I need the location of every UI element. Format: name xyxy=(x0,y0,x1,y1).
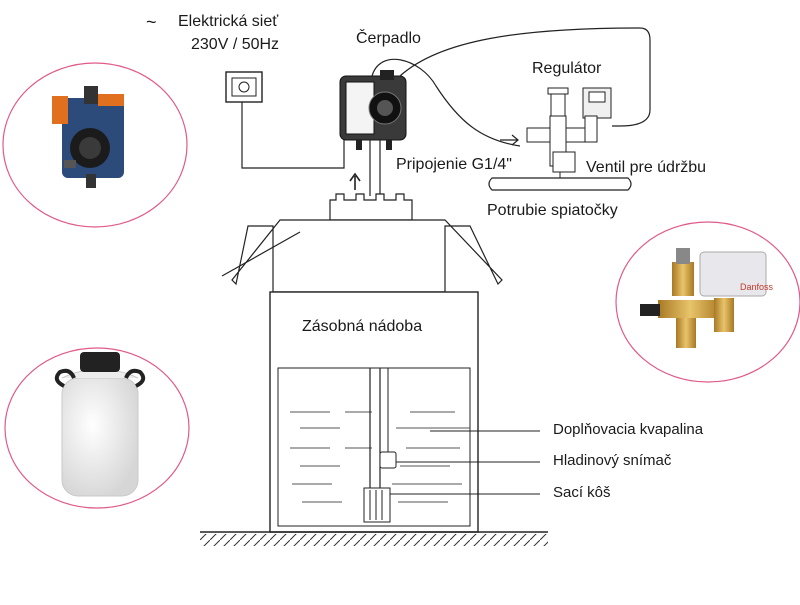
regulator-photo-circle: Danfoss xyxy=(615,221,800,383)
tank-label: Zásobná nádoba xyxy=(302,318,423,335)
level-sensor xyxy=(379,451,397,469)
suction-basket xyxy=(363,487,391,523)
power-network-label: Elektrická sieť xyxy=(178,13,279,30)
leader-lines xyxy=(390,430,540,495)
svg-text:Danfoss: Danfoss xyxy=(740,282,774,292)
hose-arrow xyxy=(500,134,519,146)
fill-liquid-label: Doplňovacia kvapalina xyxy=(553,421,704,438)
floor xyxy=(200,531,548,546)
power-cable xyxy=(241,102,345,169)
discharge-hose xyxy=(371,58,521,147)
plastic-canister-photo-icon xyxy=(54,352,146,497)
pump-label: Čerpadlo xyxy=(356,30,421,47)
signal-cable xyxy=(399,27,651,127)
pressure-regulator-photo-icon: Danfoss xyxy=(640,248,774,348)
connection-label: Pripojenie G1/4" xyxy=(396,156,512,173)
service-valve xyxy=(552,151,576,173)
service-valve-label: Ventil pre údržbu xyxy=(586,159,707,176)
return-pipe-label: Potrubie spiatočky xyxy=(487,202,618,219)
dosing-pump-photo-icon xyxy=(52,86,124,188)
return-pipe xyxy=(488,172,632,191)
tank-lid xyxy=(221,193,503,293)
power-spec-label: 230V / 50Hz xyxy=(191,36,280,53)
up-arrow xyxy=(349,172,361,190)
power-tilde: ~ xyxy=(146,12,157,32)
level-sensor-label: Hladinový snímač xyxy=(553,452,672,469)
power-socket xyxy=(225,71,263,103)
suction-basket-label: Sací kôš xyxy=(553,484,611,501)
regulator-label: Regulátor xyxy=(532,60,602,77)
pump-photo-circle xyxy=(2,62,188,228)
tank xyxy=(269,291,479,533)
regulator-assembly xyxy=(526,87,612,173)
pump-body xyxy=(339,70,407,150)
tank-photo-circle xyxy=(4,347,190,509)
